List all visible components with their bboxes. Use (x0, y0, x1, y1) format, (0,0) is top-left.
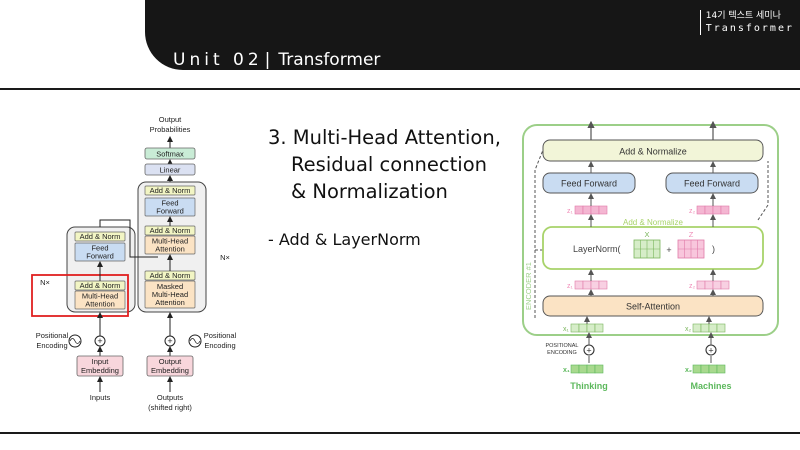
encoder-detail-diagram: ENCODER #1 Add & Normalize Feed Forward … (522, 120, 779, 391)
encoder-multi-head-attention (74, 290, 126, 310)
heading-line3: & Normalization (291, 180, 448, 203)
x2-vector-inner (692, 323, 726, 333)
unit-title: Unit 02| Transformer (173, 50, 380, 70)
positional-add-symbol-2: + (708, 346, 713, 356)
title-separator: | (264, 50, 271, 70)
x2-label-inner: x₂ (685, 326, 692, 333)
encoder-add-norm-1-label: Add & Norm (80, 281, 121, 290)
inputs-label: Inputs (90, 393, 111, 402)
input-embedding-label-2: Embedding (81, 366, 119, 375)
layernorm-label: LayerNorm( (573, 244, 621, 254)
z2-label-top: z₂ (689, 208, 696, 215)
header-bar (145, 0, 800, 70)
self-attention-box (542, 295, 764, 317)
encoder-mha-label-2: Attention (85, 300, 115, 309)
x1-vector-outer (570, 364, 604, 374)
badge-line2: Transformer (705, 23, 794, 34)
decoder-ff-label-1: Feed (161, 199, 178, 208)
decoder-nx-label: N× (220, 253, 230, 262)
bottom-divider (0, 432, 800, 434)
encoder-1-label: ENCODER #1 (524, 262, 533, 310)
z-matrix-label: Z (689, 230, 694, 239)
z2-vector-top (696, 205, 730, 215)
enc-positional-label-2: Encoding (36, 341, 67, 350)
encoder-outer-box (522, 124, 779, 336)
dec-positional-label-2: Encoding (204, 341, 235, 350)
linear-label: Linear (160, 166, 181, 175)
softmax-label: Softmax (156, 150, 184, 159)
decoder-mha-label-2: Attention (155, 245, 185, 254)
word-machines: Machines (690, 381, 731, 391)
decoder-mha-label-1: Multi-Head (152, 237, 188, 246)
outputs-label-1: Outputs (157, 393, 184, 402)
masked-label-1: Masked (157, 282, 183, 291)
self-attention-label: Self-Attention (626, 302, 680, 312)
masked-label-2: Multi-Head (152, 290, 188, 299)
decoder-masked-attention (144, 280, 196, 309)
transformer-architecture-diagram: Output Probabilities Softmax Linear Add … (31, 115, 237, 412)
feed-forward-label-1: Feed Forward (561, 179, 617, 189)
plus-sign: + (666, 245, 671, 255)
encoder-ff-label-2: Forward (86, 252, 114, 261)
residual-path-inner (757, 161, 769, 221)
z1-label-bottom: z₁ (567, 283, 574, 290)
positional-label-1: POSITIONAL (545, 343, 578, 349)
decoder-add-norm-3-label: Add & Norm (150, 186, 191, 195)
encoder-add-symbol: + (97, 336, 102, 346)
badge-line1: 14기 텍스트 세미나 (705, 11, 781, 21)
heading-line1: 3. Multi-Head Attention, (268, 126, 501, 149)
decoder-add-norm-2-label: Add & Norm (150, 226, 191, 235)
masked-label-3: Attention (155, 298, 185, 307)
heading-line2: Residual connection (291, 153, 487, 176)
feed-forward-label-2: Feed Forward (684, 179, 740, 189)
output-probabilities-label-1: Output (159, 115, 182, 124)
x1-label-outer: x₁ (563, 367, 570, 374)
z1-vector-bottom (574, 280, 608, 290)
close-paren: ) (712, 244, 715, 254)
decoder-add-norm-1-label: Add & Norm (150, 271, 191, 280)
positional-add-symbol-1: + (586, 346, 591, 356)
unit-label: Unit 02 (173, 50, 263, 70)
encoder-decoder-connection (99, 219, 158, 258)
output-probabilities-label-2: Probabilities (150, 125, 191, 134)
x1-label-inner: x₁ (563, 326, 570, 333)
decoder-add-norm-3 (144, 185, 196, 196)
seminar-badge: 14기 텍스트 세미나 Transformer (699, 10, 794, 35)
output-embedding-label-1: Output (159, 357, 182, 366)
encoder-add-norm-2 (74, 231, 126, 242)
z-matrix (677, 239, 705, 259)
dec-positional-label-1: Positional (204, 331, 237, 340)
x-matrix-label: X (644, 230, 649, 239)
encoder-mha-label-1: Multi-Head (82, 292, 118, 301)
encoder-ff-label-1: Feed (91, 244, 108, 253)
decoder-add-symbol: + (167, 336, 172, 346)
encoder-add-norm-2-label: Add & Norm (80, 232, 121, 241)
x2-label-outer: x₂ (685, 367, 692, 374)
z1-label-top: z₁ (567, 208, 574, 215)
outputs-label-2: (shifted right) (148, 403, 192, 412)
encoder-nx-label: N× (40, 278, 50, 287)
x2-vector-outer (692, 364, 726, 374)
unit-topic: Transformer (278, 50, 381, 70)
top-divider (0, 88, 800, 90)
word-thinking: Thinking (570, 381, 608, 391)
decoder-ff-label-2: Forward (156, 207, 184, 216)
x-matrix (633, 239, 661, 259)
add-normalize-mid-label: Add & Normalize (623, 218, 684, 227)
enc-positional-label-1: Positional (36, 331, 69, 340)
z2-label-bottom: z₂ (689, 283, 696, 290)
z1-vector-top (574, 205, 608, 215)
bullet-add-layernorm: - Add & LayerNorm (268, 230, 421, 249)
add-normalize-top-label: Add & Normalize (619, 147, 687, 157)
section-heading: 3. Multi-Head Attention, Residual connec… (268, 124, 501, 205)
z2-vector-bottom (696, 280, 730, 290)
x1-vector-inner (570, 323, 604, 333)
highlight-box (31, 274, 129, 317)
add-normalize-top-box (542, 139, 764, 162)
positional-label-2: ENCODING (547, 350, 577, 356)
output-embedding-label-2: Embedding (151, 366, 189, 375)
residual-path-outer (534, 149, 544, 318)
input-embedding-label-1: Input (92, 357, 110, 366)
